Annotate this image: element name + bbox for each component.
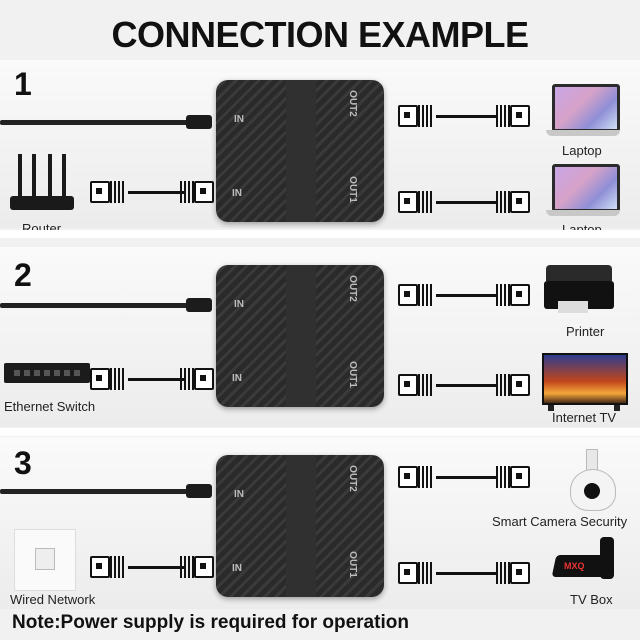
hub-in-label: IN bbox=[234, 489, 244, 500]
device-label: Internet TV bbox=[552, 410, 617, 425]
power-note: Note:Power supply is required for operat… bbox=[12, 612, 409, 633]
rj45-connector-icon bbox=[398, 466, 432, 488]
rj45-connector-icon bbox=[398, 374, 432, 396]
step-3-panel: 3 IN IN OUT2 OUT1 Smart Camera Security … bbox=[0, 437, 640, 609]
router-icon bbox=[10, 154, 74, 214]
hub-out1-label: OUT1 bbox=[347, 361, 359, 388]
hub-in-label: IN bbox=[234, 114, 244, 125]
step-number: 1 bbox=[14, 66, 32, 102]
ethernet-cable bbox=[436, 294, 496, 297]
tv-box-icon: MXQ bbox=[551, 537, 624, 583]
rj45-connector-icon bbox=[180, 368, 214, 390]
tv-icon bbox=[542, 353, 628, 413]
ethernet-cable bbox=[128, 378, 184, 381]
hub-out2-label: OUT2 bbox=[347, 465, 359, 492]
hub-out1-label: OUT1 bbox=[347, 551, 359, 578]
ethernet-cable bbox=[436, 384, 496, 387]
rj45-connector-icon bbox=[90, 181, 124, 203]
power-plug bbox=[186, 115, 212, 129]
rj45-connector-icon bbox=[496, 191, 530, 213]
power-plug bbox=[186, 298, 212, 312]
rj45-connector-icon bbox=[180, 556, 214, 578]
power-cable bbox=[0, 303, 190, 308]
ethernet-splitter-hub: IN IN OUT2 OUT1 bbox=[216, 455, 384, 597]
hub-in-label: IN bbox=[234, 299, 244, 310]
rj45-connector-icon bbox=[90, 368, 124, 390]
hub-out1-label: OUT1 bbox=[347, 176, 359, 203]
hub-in-label: IN bbox=[232, 563, 242, 574]
ethernet-cable bbox=[128, 191, 184, 194]
rj45-connector-icon bbox=[90, 556, 124, 578]
rj45-connector-icon bbox=[398, 562, 432, 584]
rj45-connector-icon bbox=[496, 562, 530, 584]
device-label: Laptop bbox=[562, 143, 602, 158]
rj45-connector-icon bbox=[496, 374, 530, 396]
rj45-connector-icon bbox=[398, 105, 432, 127]
ethernet-cable bbox=[436, 201, 496, 204]
page-title: CONNECTION EXAMPLE bbox=[111, 14, 529, 55]
hub-in-label: IN bbox=[232, 373, 242, 384]
rj45-connector-icon bbox=[398, 191, 432, 213]
power-cable bbox=[0, 489, 190, 494]
camera-icon bbox=[566, 449, 620, 511]
laptop-icon bbox=[546, 84, 620, 140]
source-label: Ethernet Switch bbox=[4, 399, 96, 414]
step-2-panel: 2 IN IN OUT2 OUT1 Printer Internet TV Et… bbox=[0, 247, 640, 427]
step-number: 2 bbox=[14, 257, 32, 293]
ethernet-splitter-hub: IN IN OUT2 OUT1 bbox=[216, 265, 384, 407]
rj45-connector-icon bbox=[398, 284, 432, 306]
ethernet-splitter-hub: IN IN OUT2 OUT1 bbox=[216, 80, 384, 222]
tv-box-brand: MXQ bbox=[564, 561, 585, 571]
hub-out2-label: OUT2 bbox=[347, 275, 359, 302]
wall-jack-icon bbox=[14, 529, 76, 591]
rj45-connector-icon bbox=[496, 466, 530, 488]
rj45-connector-icon bbox=[496, 284, 530, 306]
printer-icon bbox=[544, 265, 614, 313]
device-label: Printer bbox=[566, 324, 605, 339]
step-number: 3 bbox=[14, 445, 32, 481]
ethernet-cable bbox=[436, 476, 496, 479]
laptop-icon bbox=[546, 164, 620, 220]
device-label: Smart Camera Security bbox=[492, 514, 628, 529]
ethernet-cable bbox=[436, 572, 496, 575]
ethernet-cable bbox=[128, 566, 184, 569]
hub-in-label: IN bbox=[232, 188, 242, 199]
device-label: TV Box bbox=[570, 592, 613, 607]
rj45-connector-icon bbox=[180, 181, 214, 203]
ethernet-cable bbox=[436, 115, 496, 118]
power-cable bbox=[0, 120, 210, 125]
power-plug bbox=[186, 484, 212, 498]
step-1-panel: 1 IN IN OUT2 OUT1 Laptop Laptop Router bbox=[0, 60, 640, 237]
ethernet-switch-icon bbox=[4, 363, 90, 383]
hub-out2-label: OUT2 bbox=[347, 90, 359, 117]
source-label: Wired Network bbox=[10, 592, 96, 607]
rj45-connector-icon bbox=[496, 105, 530, 127]
